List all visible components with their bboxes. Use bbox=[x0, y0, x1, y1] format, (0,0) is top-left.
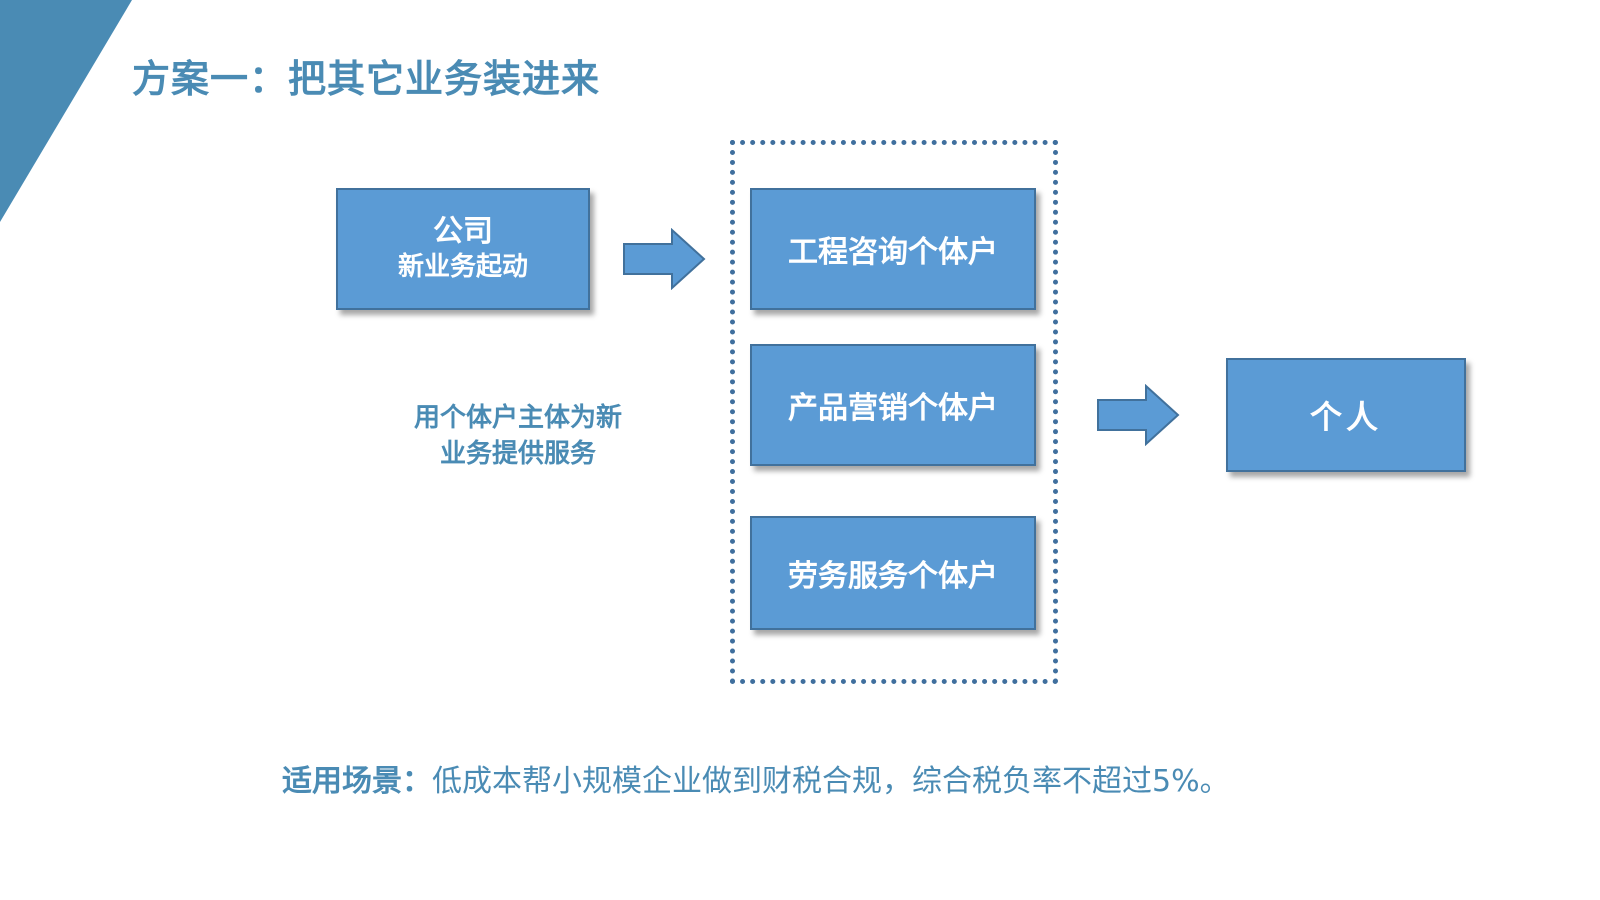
page-title: 方案一：把其它业务装进来 bbox=[132, 57, 601, 101]
side-caption-line1: 用个体户主体为新 bbox=[413, 403, 622, 433]
applicable-scenario-label: 适用场景： bbox=[282, 764, 432, 799]
entity-box-product-marketing: 产品营销个体户 bbox=[750, 344, 1036, 466]
applicable-scenario: 适用场景：低成本帮小规模企业做到财税合规，综合税负率不超过5%。 bbox=[282, 756, 1230, 800]
individual-business-group-frame bbox=[730, 140, 1058, 684]
entity-box-engineering-consulting: 工程咨询个体户 bbox=[750, 188, 1036, 310]
corner-stripe-shape bbox=[0, 0, 132, 222]
right-arrow-icon bbox=[623, 228, 706, 290]
corner-stripe-decoration bbox=[0, 0, 132, 222]
entity-box-labor-services: 劳务服务个体户 bbox=[750, 516, 1036, 630]
right-arrow-icon bbox=[1097, 384, 1180, 446]
applicable-scenario-text: 低成本帮小规模企业做到财税合规，综合税负率不超过5%。 bbox=[432, 764, 1230, 799]
side-caption-line2: 业务提供服务 bbox=[439, 439, 596, 469]
side-caption: 用个体户主体为新 业务提供服务 bbox=[388, 400, 648, 472]
company-box-line1: 公司 bbox=[433, 214, 493, 249]
person-box: 个人 bbox=[1226, 358, 1466, 472]
company-box-line2: 新业务起动 bbox=[397, 252, 528, 282]
company-box: 公司 新业务起动 bbox=[336, 188, 590, 310]
